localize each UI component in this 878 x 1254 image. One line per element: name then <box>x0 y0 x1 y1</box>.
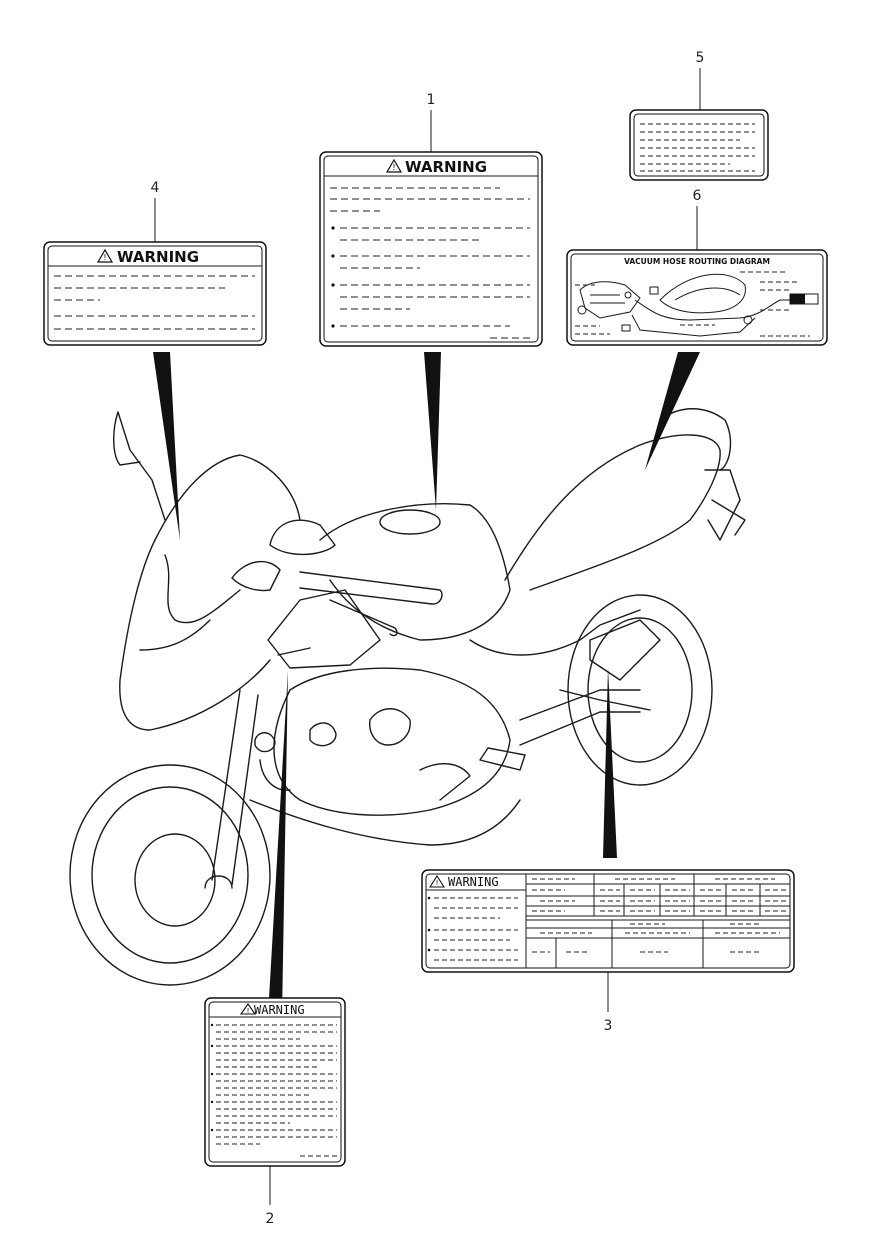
pointer-wedge-2 <box>268 670 288 1016</box>
label-3-warning-table: ! WARNING <box>421 869 795 1034</box>
pointer-wedge-6 <box>645 352 700 470</box>
label-5: 5 <box>629 50 769 181</box>
callout-number-5: 5 <box>696 50 705 66</box>
callout-number-1: 1 <box>427 92 436 108</box>
warning-heading: WARNING <box>117 248 199 266</box>
label-1-warning: 1 ! WARNING <box>319 92 543 347</box>
svg-text:!: ! <box>436 879 439 887</box>
label-6-vacuum-hose-diagram: 6 VACUUM HOSE ROUTING DIAGRAM <box>566 188 828 346</box>
pointer-wedge-3 <box>603 668 617 858</box>
pointer-wedges <box>153 352 700 1016</box>
warning-heading: WARNING <box>254 1003 305 1017</box>
svg-text:!: ! <box>392 163 395 172</box>
pointer-wedge-1 <box>424 352 441 510</box>
callout-number-2: 2 <box>266 1211 275 1227</box>
callout-number-3: 3 <box>604 1018 613 1034</box>
pointer-wedge-4 <box>153 352 180 540</box>
warning-triangle-icon <box>96 248 114 263</box>
label-4-warning: 4 ! WARNING <box>43 180 267 346</box>
warning-triangle-icon <box>428 874 446 888</box>
diagram-title: VACUUM HOSE ROUTING DIAGRAM <box>624 257 770 266</box>
warning-heading: WARNING <box>448 875 499 889</box>
warning-triangle-icon <box>385 158 403 173</box>
svg-text:!: ! <box>103 253 106 262</box>
callout-number-6: 6 <box>693 188 702 204</box>
motorcycle-outline <box>69 408 746 986</box>
svg-text:!: ! <box>247 1007 250 1015</box>
warning-heading: WARNING <box>405 158 487 176</box>
callout-number-4: 4 <box>151 180 160 196</box>
label-2-warning: ! WARNING 2 <box>204 997 346 1227</box>
warning-triangle-icon <box>239 1003 257 1015</box>
